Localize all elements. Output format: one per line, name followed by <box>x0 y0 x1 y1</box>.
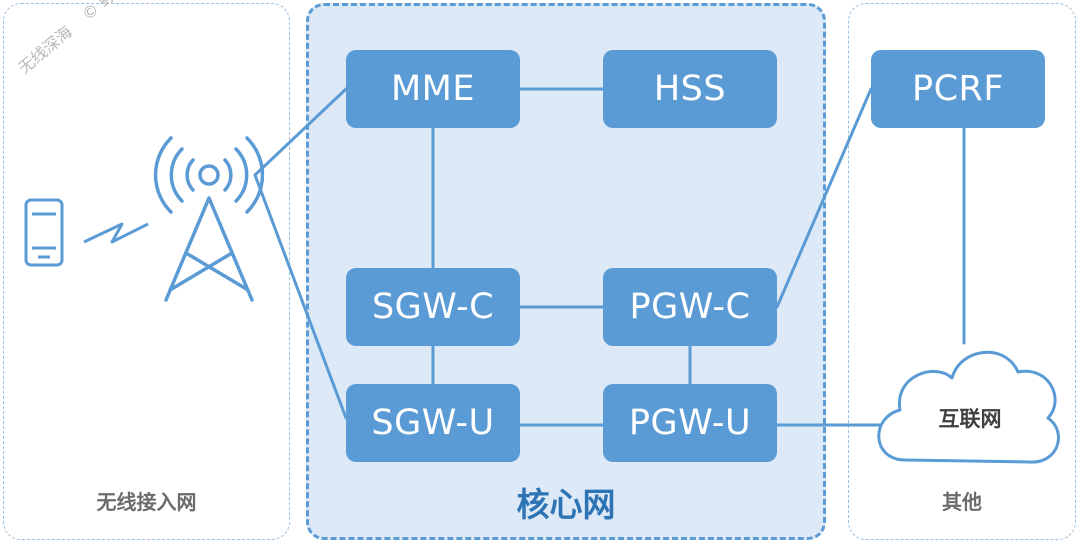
other-label: 其他 <box>942 490 982 514</box>
internet-label: 互联网 <box>938 407 1002 431</box>
hss-node: HSS <box>603 50 777 128</box>
core-network-label: 核心网 <box>516 485 616 524</box>
access-network-panel <box>3 3 290 540</box>
pgw-c-node: PGW-C <box>603 268 777 346</box>
sgw-u-node: SGW-U <box>346 384 520 462</box>
link-enb-mme <box>253 87 348 177</box>
pgw-u-node: PGW-U <box>603 384 777 462</box>
pcrf-node: PCRF <box>871 50 1045 128</box>
sgw-c-node: SGW-C <box>346 268 520 346</box>
link-pgwc-pcrf <box>775 87 873 309</box>
mme-node: MME <box>346 50 520 128</box>
cloud-icon <box>877 350 1060 464</box>
base-station-icon <box>153 136 265 302</box>
access-network-label: 无线接入网 <box>96 490 197 514</box>
wireless-signal-icon <box>83 222 149 244</box>
link-enb-sgwu <box>253 173 348 420</box>
other-panel <box>848 3 1076 540</box>
phone-icon <box>24 198 64 267</box>
